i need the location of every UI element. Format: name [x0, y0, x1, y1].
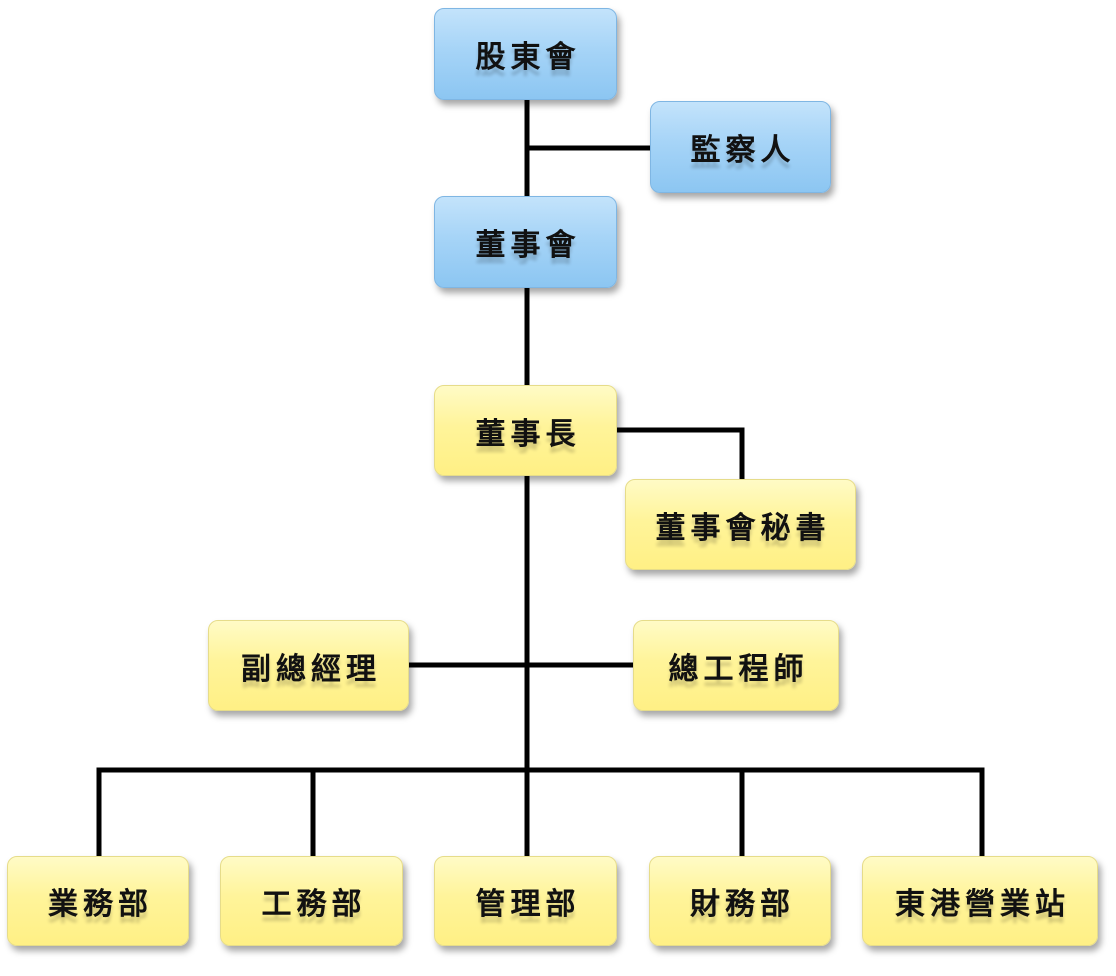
supervisor-label: 監察人: [690, 133, 796, 168]
connector-secretary: [615, 427, 745, 483]
deputy-gm-label: 副總經理: [241, 651, 381, 687]
chairman-box: 董事長: [434, 385, 617, 476]
management-dept-box: 管理部: [434, 856, 617, 946]
finance-dept-box: 財務部: [649, 856, 831, 946]
chief-engineer-box: 總工程師: [633, 620, 839, 711]
sales-dept-label: 業務部: [48, 887, 153, 922]
board-secretary-label: 董事會秘書: [655, 510, 831, 546]
donggang-station-label: 東港營業站: [895, 887, 1070, 922]
finance-dept-label: 財務部: [690, 887, 795, 922]
board-label: 董事會: [475, 228, 581, 263]
shareholders-box: 股東會: [434, 8, 617, 100]
shareholders-label: 股東會: [475, 40, 581, 75]
supervisor-box: 監察人: [650, 101, 831, 193]
chairman-label: 董事長: [475, 416, 581, 452]
board-secretary-box: 董事會秘書: [625, 479, 856, 570]
deputy-gm-box: 副總經理: [208, 620, 409, 711]
board-box: 董事會: [434, 196, 617, 288]
chief-engineer-label: 總工程師: [668, 651, 809, 687]
engineering-dept-box: 工務部: [220, 856, 403, 946]
donggang-station-box: 東港營業站: [862, 856, 1098, 946]
management-dept-label: 管理部: [475, 887, 581, 922]
sales-dept-box: 業務部: [7, 856, 189, 946]
engineering-dept-label: 工務部: [261, 887, 367, 922]
